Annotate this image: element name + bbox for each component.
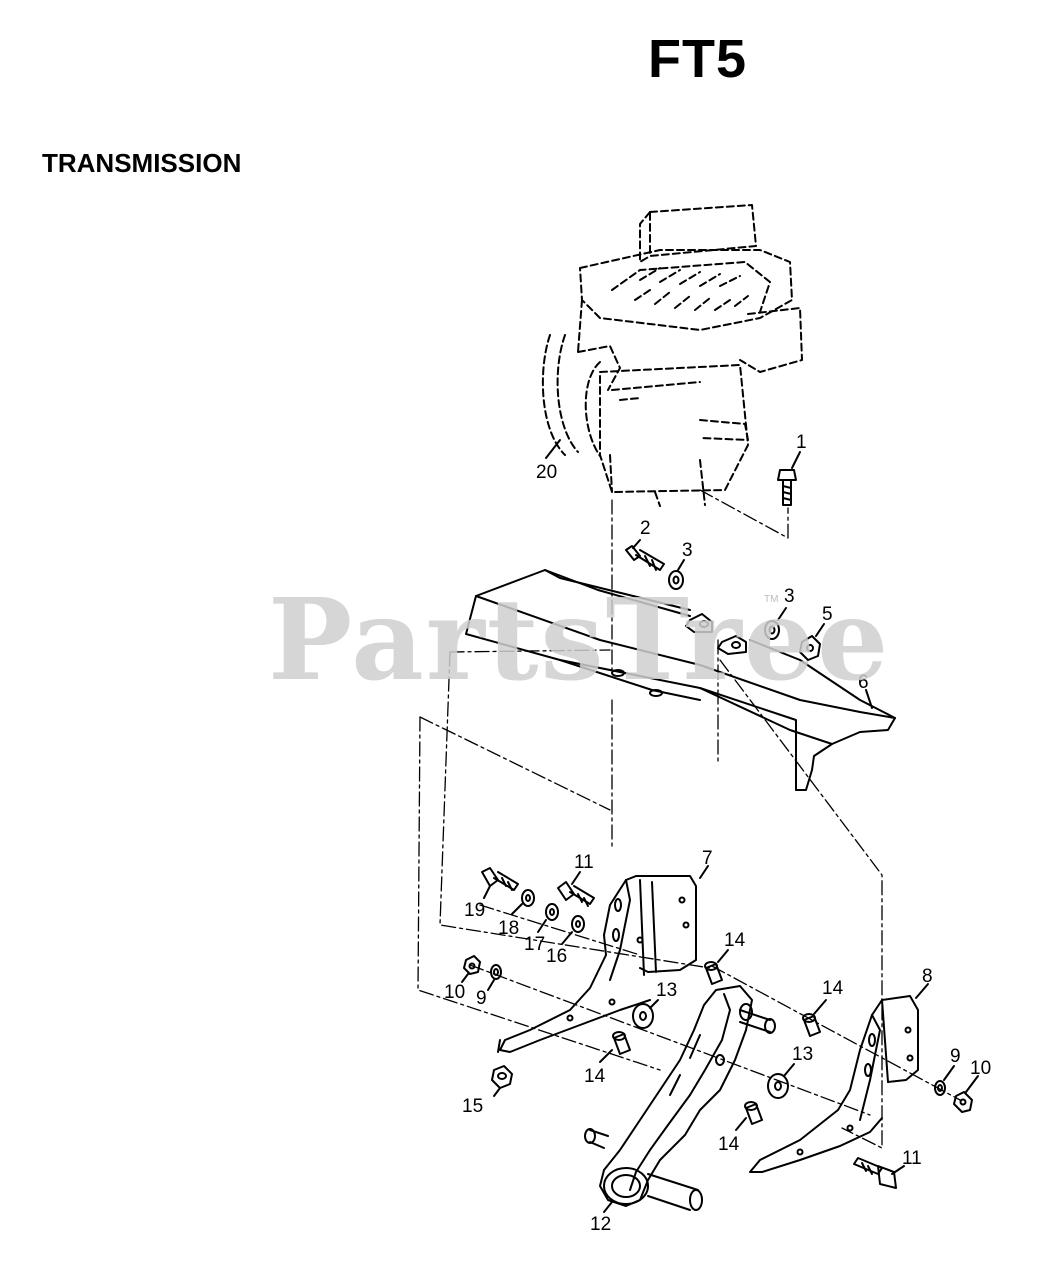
section-title: TRANSMISSION [42,148,242,178]
nut-part-5 [799,635,821,661]
watermark: PartsTree [268,575,891,706]
callout-13a: 13 [656,980,677,1001]
washer-part-9b [934,1080,946,1096]
leader-7 [699,865,709,879]
leader-3a [677,559,685,571]
callout-18: 18 [498,918,519,939]
callout-7: 7 [702,848,713,869]
leader-8 [915,983,929,999]
bushing-part-14d [744,1101,763,1125]
leader-12 [603,1201,613,1213]
callout-20: 20 [536,462,557,483]
bushing-part-14a [704,961,723,985]
assembly-lines [417,489,961,1149]
leader-13a [649,999,659,1009]
callout-13b: 13 [792,1044,813,1065]
leader-11a [571,871,581,885]
leader-14c [599,1049,613,1063]
washer-part-3a [668,570,684,590]
callout-19: 19 [464,900,485,921]
leader-9b [943,1065,955,1081]
watermark-trademark: TM [764,594,779,605]
leader-13b [783,1063,795,1077]
leader-2 [632,539,641,549]
leader-9a [487,979,495,991]
nut-part-10b [953,1091,973,1113]
callout-6: 6 [858,672,869,693]
callout-14b: 14 [822,978,844,999]
callout-5: 5 [822,604,833,625]
leader-14d [735,1117,747,1131]
washer-part-13b [767,1073,789,1099]
leader-19 [483,885,491,899]
bolt-part-2 [625,545,665,571]
leader-15 [493,1087,501,1097]
leader-20 [545,439,561,459]
bolt-part-19 [481,867,519,891]
leader-10b [965,1075,979,1093]
callout-9b: 9 [950,1046,961,1067]
callout-10a: 10 [444,982,465,1003]
bushing-part-14c [612,1031,631,1055]
model-code: FT5 [648,29,748,89]
callout-3a: 3 [682,540,693,561]
washer-part-17 [545,903,559,921]
washer-part-9a [490,964,502,980]
callout-3b: 3 [784,586,795,607]
callout-17: 17 [524,934,545,955]
nut-part-15 [491,1065,513,1089]
callout-16: 16 [546,946,567,967]
leader-11b [891,1165,905,1175]
callout-1: 1 [796,432,807,453]
callout-2: 2 [640,518,651,539]
leader-14a [717,949,729,963]
leader-6 [865,689,873,709]
callout-12: 12 [590,1214,611,1235]
leader-1 [791,451,801,469]
nut-part-10a [463,955,481,975]
bolt-part-11b [853,1157,897,1189]
bolt-part-1 [777,469,797,506]
washer-part-18 [521,889,535,907]
leader-18 [511,903,523,915]
callout-11a: 11 [574,852,594,873]
side-plate-part-7 [497,875,697,1053]
leader-10a [461,973,469,983]
washer-part-16 [571,915,585,933]
leader-14b [813,999,827,1015]
side-plate-part-8 [749,995,919,1173]
callout-9a: 9 [476,988,487,1009]
callout-10b: 10 [970,1058,991,1079]
washer-part-3b [764,620,780,640]
callout-8: 8 [922,966,933,987]
callout-11b: 11 [902,1148,922,1169]
engine-part-20 [541,204,803,507]
leader-3b [777,607,787,621]
callout-14a: 14 [724,930,746,951]
bolt-part-11a [557,881,595,907]
bushing-part-14b [802,1013,821,1037]
leader-5 [815,623,825,637]
callout-14c: 14 [584,1066,606,1087]
callout-15: 15 [462,1096,483,1117]
leader-17 [537,919,547,933]
washer-part-13a [632,1003,654,1029]
tine-shield-part-6 [465,569,896,791]
transmission-housing-part-12 [584,985,776,1211]
callout-14d: 14 [718,1134,740,1155]
leader-16 [561,931,573,945]
